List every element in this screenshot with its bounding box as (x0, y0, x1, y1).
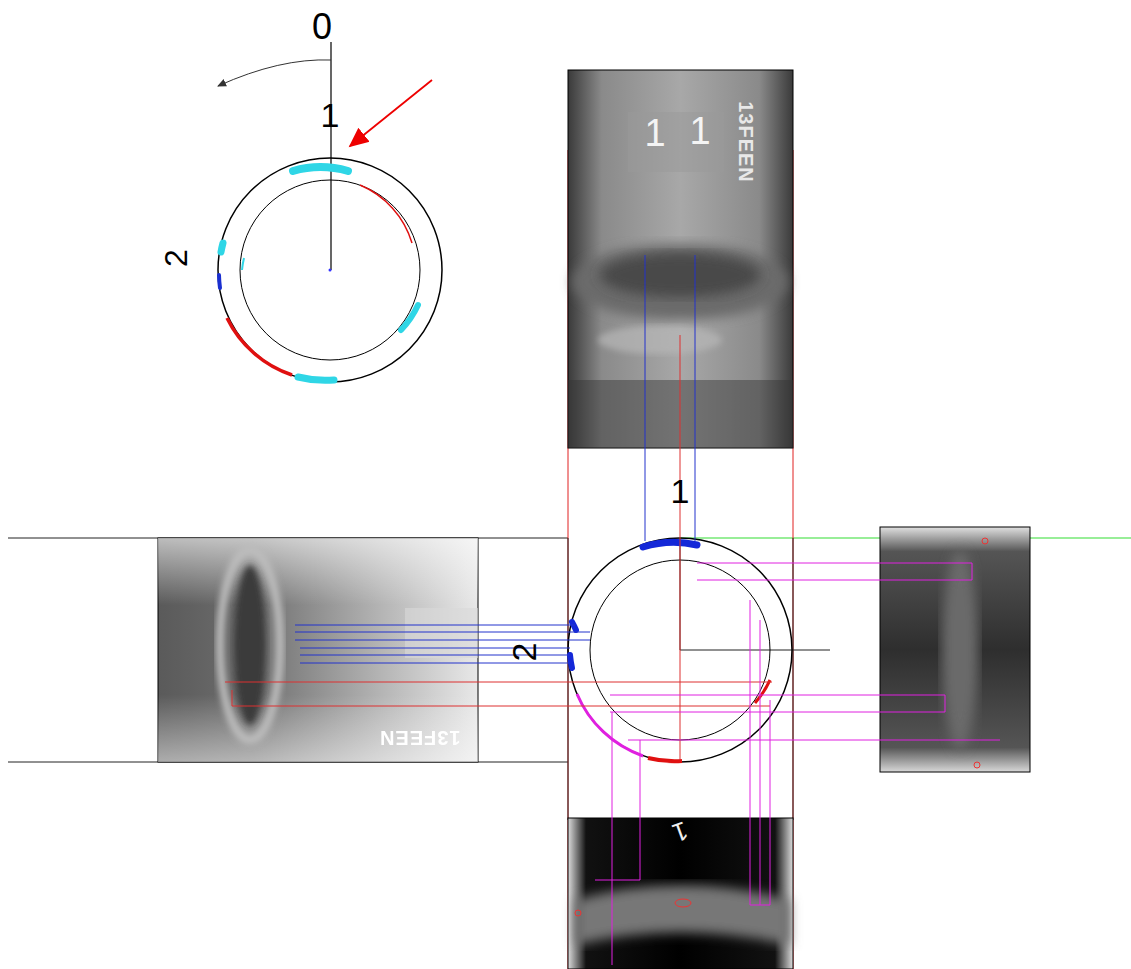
callout-number: 2 (160, 249, 192, 267)
reference-circle (218, 42, 442, 382)
radiograph-bottom (568, 818, 793, 969)
pointer-arrow (350, 80, 432, 146)
radiograph-left (158, 538, 478, 762)
film-code: 13FEEN (379, 728, 461, 748)
angle-label: 0 (312, 9, 332, 45)
film-marker: 1 (689, 112, 710, 150)
film-marker: 1 (644, 114, 665, 152)
callout-number: 2 (507, 643, 541, 662)
defect-projections (225, 255, 1000, 965)
radiograph-right (880, 527, 1030, 772)
callout-number: 1 (671, 474, 690, 508)
film-code: 13FEEN (736, 101, 756, 183)
callout-number: 1 (321, 98, 340, 132)
